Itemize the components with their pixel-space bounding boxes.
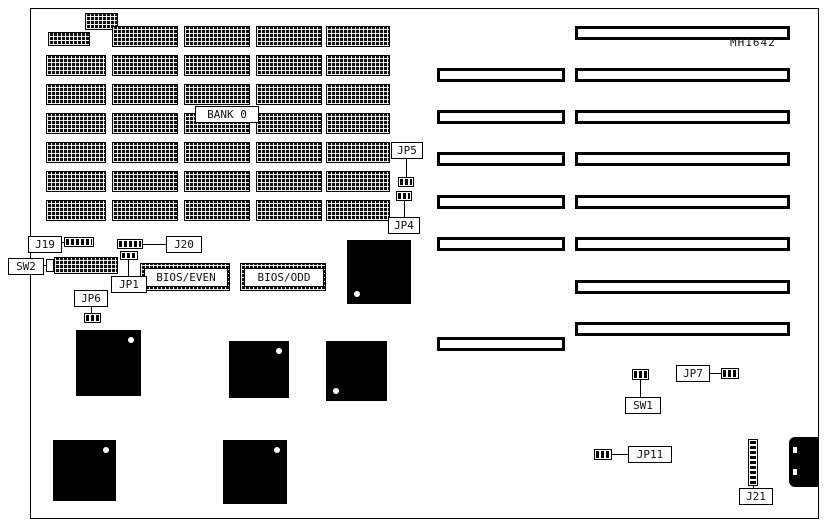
jumper-j19 — [64, 237, 94, 247]
memory-chip — [326, 26, 390, 47]
memory-chip — [256, 200, 322, 221]
jumper-sw1 — [632, 369, 649, 380]
label-jp1: JP1 — [111, 276, 147, 293]
memory-chip — [112, 142, 178, 163]
qfp-chip — [76, 330, 141, 396]
memory-chip — [256, 113, 322, 134]
leader-line-jp1 — [128, 260, 129, 276]
isa-slot-extension — [437, 68, 565, 82]
memory-chip — [184, 142, 250, 163]
qfp-chip — [223, 440, 287, 504]
leader-line-sw2 — [44, 265, 46, 266]
label-bios-odd: BIOS/ODD — [244, 268, 324, 287]
leader-line-j19 — [62, 242, 64, 243]
label-bank0: BANK 0 — [195, 106, 259, 123]
label-sw1: SW1 — [625, 397, 661, 414]
keyboard-connector — [789, 437, 819, 487]
memory-chip — [184, 200, 250, 221]
memory-chip — [326, 84, 390, 105]
isa-slot — [575, 195, 790, 209]
jumper-j20 — [117, 239, 143, 249]
memory-chip — [256, 84, 322, 105]
isa-slot — [575, 110, 790, 124]
memory-chip — [112, 200, 178, 221]
isa-slot — [575, 152, 790, 166]
memory-chip — [112, 26, 178, 47]
label-jp4: JP4 — [388, 217, 420, 234]
memory-chip — [326, 55, 390, 76]
jumper-jp11 — [594, 449, 612, 460]
leader-line-sw1 — [640, 380, 641, 397]
leader-line-jp4 — [404, 201, 405, 217]
label-j21: J21 — [739, 488, 773, 505]
memory-chip — [46, 171, 106, 192]
leader-line-jp6 — [91, 307, 92, 313]
leader-line-jp7 — [710, 373, 721, 374]
isa-slot-extension — [437, 195, 565, 209]
label-bios-even: BIOS/EVEN — [144, 268, 228, 287]
memory-chip — [184, 84, 250, 105]
qfp-chip — [326, 341, 387, 401]
leader-line-jp11 — [612, 454, 628, 455]
memory-chip — [85, 13, 118, 30]
memory-chip — [112, 84, 178, 105]
dip-switch-sw2 — [54, 257, 118, 274]
leader-line-j20 — [143, 244, 166, 245]
sw2-pin1-marker — [46, 259, 54, 272]
label-jp5: JP5 — [391, 142, 423, 159]
memory-chip — [112, 55, 178, 76]
memory-chip — [326, 142, 390, 163]
part-number: MH1642 — [730, 36, 776, 49]
isa-slot — [575, 68, 790, 82]
memory-chip — [112, 113, 178, 134]
memory-chip — [112, 171, 178, 192]
header-j21 — [748, 439, 758, 486]
label-jp11: JP11 — [628, 446, 672, 463]
label-jp6: JP6 — [74, 290, 108, 307]
memory-chip — [256, 171, 322, 192]
label-jp7: JP7 — [676, 365, 710, 382]
label-j20: J20 — [166, 236, 202, 253]
qfp-chip — [229, 341, 289, 398]
jumper-jp5 — [398, 177, 414, 187]
isa-slot-extension — [437, 110, 565, 124]
isa-slot-extension — [437, 237, 565, 251]
leader-line-jp5 — [406, 159, 407, 177]
memory-chip — [256, 26, 322, 47]
isa-slot-extension — [437, 337, 565, 351]
memory-chip — [256, 142, 322, 163]
memory-chip — [184, 26, 250, 47]
jumper-jp6 — [84, 313, 101, 323]
memory-chip — [46, 55, 106, 76]
memory-chip — [326, 171, 390, 192]
memory-chip — [46, 200, 106, 221]
memory-chip — [326, 200, 390, 221]
isa-slot — [575, 280, 790, 294]
isa-slot — [575, 322, 790, 336]
memory-chip — [48, 32, 90, 46]
label-sw2: SW2 — [8, 258, 44, 275]
isa-slot — [575, 26, 790, 40]
isa-slot-extension — [437, 152, 565, 166]
memory-chip — [184, 55, 250, 76]
memory-chip — [256, 55, 322, 76]
jumper-jp7 — [721, 368, 739, 379]
leader-line-j21 — [753, 486, 754, 488]
isa-slot — [575, 237, 790, 251]
memory-chip — [46, 84, 106, 105]
jumper-jp1 — [120, 251, 138, 260]
memory-chip — [326, 113, 390, 134]
memory-chip — [46, 113, 106, 134]
memory-chip — [46, 142, 106, 163]
label-j19: J19 — [28, 236, 62, 253]
qfp-chip — [347, 240, 411, 304]
qfp-chip — [53, 440, 116, 501]
jumper-jp4 — [396, 191, 412, 201]
memory-chip — [184, 171, 250, 192]
